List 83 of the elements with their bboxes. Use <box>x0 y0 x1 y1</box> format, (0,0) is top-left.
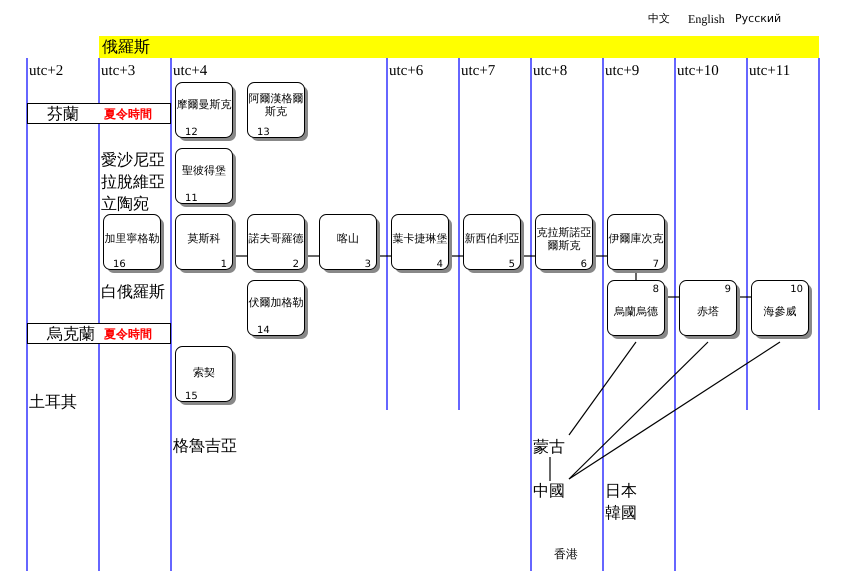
station-box <box>607 280 669 340</box>
station-box <box>175 82 237 142</box>
station-box <box>175 346 237 406</box>
country-name: 烏克蘭 <box>47 325 95 343</box>
timezone-label: utc+9 <box>605 62 640 80</box>
station-name: 赤塔 <box>696 305 720 318</box>
station-name: 喀山 <box>336 232 360 245</box>
station-name: 伏爾加格勒 <box>248 296 304 309</box>
station-name: 阿爾漢格爾斯克 <box>248 92 304 118</box>
station-box <box>607 214 669 274</box>
timezone-label: utc+6 <box>389 62 424 80</box>
station-number: 6 <box>580 259 587 270</box>
station-box <box>175 214 237 274</box>
country-name: 蒙古 <box>533 437 565 457</box>
station-number: 11 <box>185 193 198 204</box>
country-name: 立陶宛 <box>101 194 149 213</box>
station-name: 莫斯科 <box>186 232 222 245</box>
station-number: 5 <box>508 259 515 270</box>
country-band <box>99 36 819 58</box>
station-number: 15 <box>185 391 198 402</box>
language-link: English <box>688 12 725 27</box>
timezone-label: utc+11 <box>749 62 790 80</box>
country-name: 香港 <box>554 547 578 562</box>
station-number: 13 <box>257 127 270 138</box>
country-name: 中國 <box>533 481 565 501</box>
country-name: 愛沙尼亞 <box>101 150 165 169</box>
station-name: 烏蘭烏德 <box>613 305 659 318</box>
station-box <box>535 214 597 274</box>
country-name: 拉脫維亞 <box>101 172 165 191</box>
route-line <box>568 342 636 436</box>
station-name: 摩爾曼斯克 <box>176 98 232 111</box>
station-name: 諾夫哥羅德 <box>248 232 304 245</box>
station-number: 7 <box>652 259 659 270</box>
station-number: 2 <box>292 259 299 270</box>
station-number: 9 <box>724 284 731 295</box>
timezone-label: utc+3 <box>101 62 136 80</box>
route-line <box>549 457 551 481</box>
country-name: 格魯吉亞 <box>173 436 237 455</box>
station-name: 克拉斯諾亞爾斯克 <box>536 226 592 252</box>
station-name: 海參威 <box>762 305 798 318</box>
station-box <box>679 280 741 340</box>
station-number: 14 <box>257 325 270 336</box>
station-name: 加里寧格勒 <box>104 232 160 245</box>
route-line <box>568 342 708 480</box>
station-box <box>463 214 525 274</box>
station-number: 16 <box>113 259 126 270</box>
station-number: 12 <box>185 127 198 138</box>
station-name: 葉卡捷琳堡 <box>392 232 448 245</box>
station-box <box>175 148 237 208</box>
summer-time-label: 夏令時間 <box>104 327 152 341</box>
country-row <box>27 103 171 124</box>
timezone-label: utc+7 <box>461 62 496 80</box>
language-link: 中文 <box>648 12 670 26</box>
country-name: 土耳其 <box>29 392 77 411</box>
timezone-label: utc+10 <box>677 62 719 80</box>
station-box <box>247 214 309 274</box>
station-number: 1 <box>220 259 227 270</box>
timezone-label: utc+8 <box>533 62 568 80</box>
station-name: 伊爾庫次克 <box>608 232 664 245</box>
station-number: 10 <box>790 284 803 295</box>
country-name: 芬蘭 <box>47 105 79 123</box>
country-row <box>27 323 171 344</box>
station-box <box>247 82 309 142</box>
route-line <box>568 342 780 480</box>
station-box <box>391 214 453 274</box>
language-link: Русский <box>735 12 782 26</box>
station-box <box>103 214 165 274</box>
station-number: 8 <box>652 284 659 295</box>
station-name: 新西伯利亞 <box>464 232 520 245</box>
timezone-label: utc+4 <box>173 62 208 80</box>
station-box <box>751 280 813 340</box>
country-name: 韓國 <box>605 503 637 522</box>
station-name: 索契 <box>192 366 216 379</box>
station-name: 聖彼得堡 <box>181 164 227 177</box>
country-name: 日本 <box>605 481 637 500</box>
country-name: 白俄羅斯 <box>101 282 165 301</box>
station-box <box>319 214 381 274</box>
station-number: 4 <box>436 259 443 270</box>
station-box <box>247 280 309 340</box>
timezone-label: utc+2 <box>29 62 64 80</box>
station-number: 3 <box>364 259 371 270</box>
summer-time-label: 夏令時間 <box>104 107 152 121</box>
country-name: 俄羅斯 <box>102 38 150 56</box>
